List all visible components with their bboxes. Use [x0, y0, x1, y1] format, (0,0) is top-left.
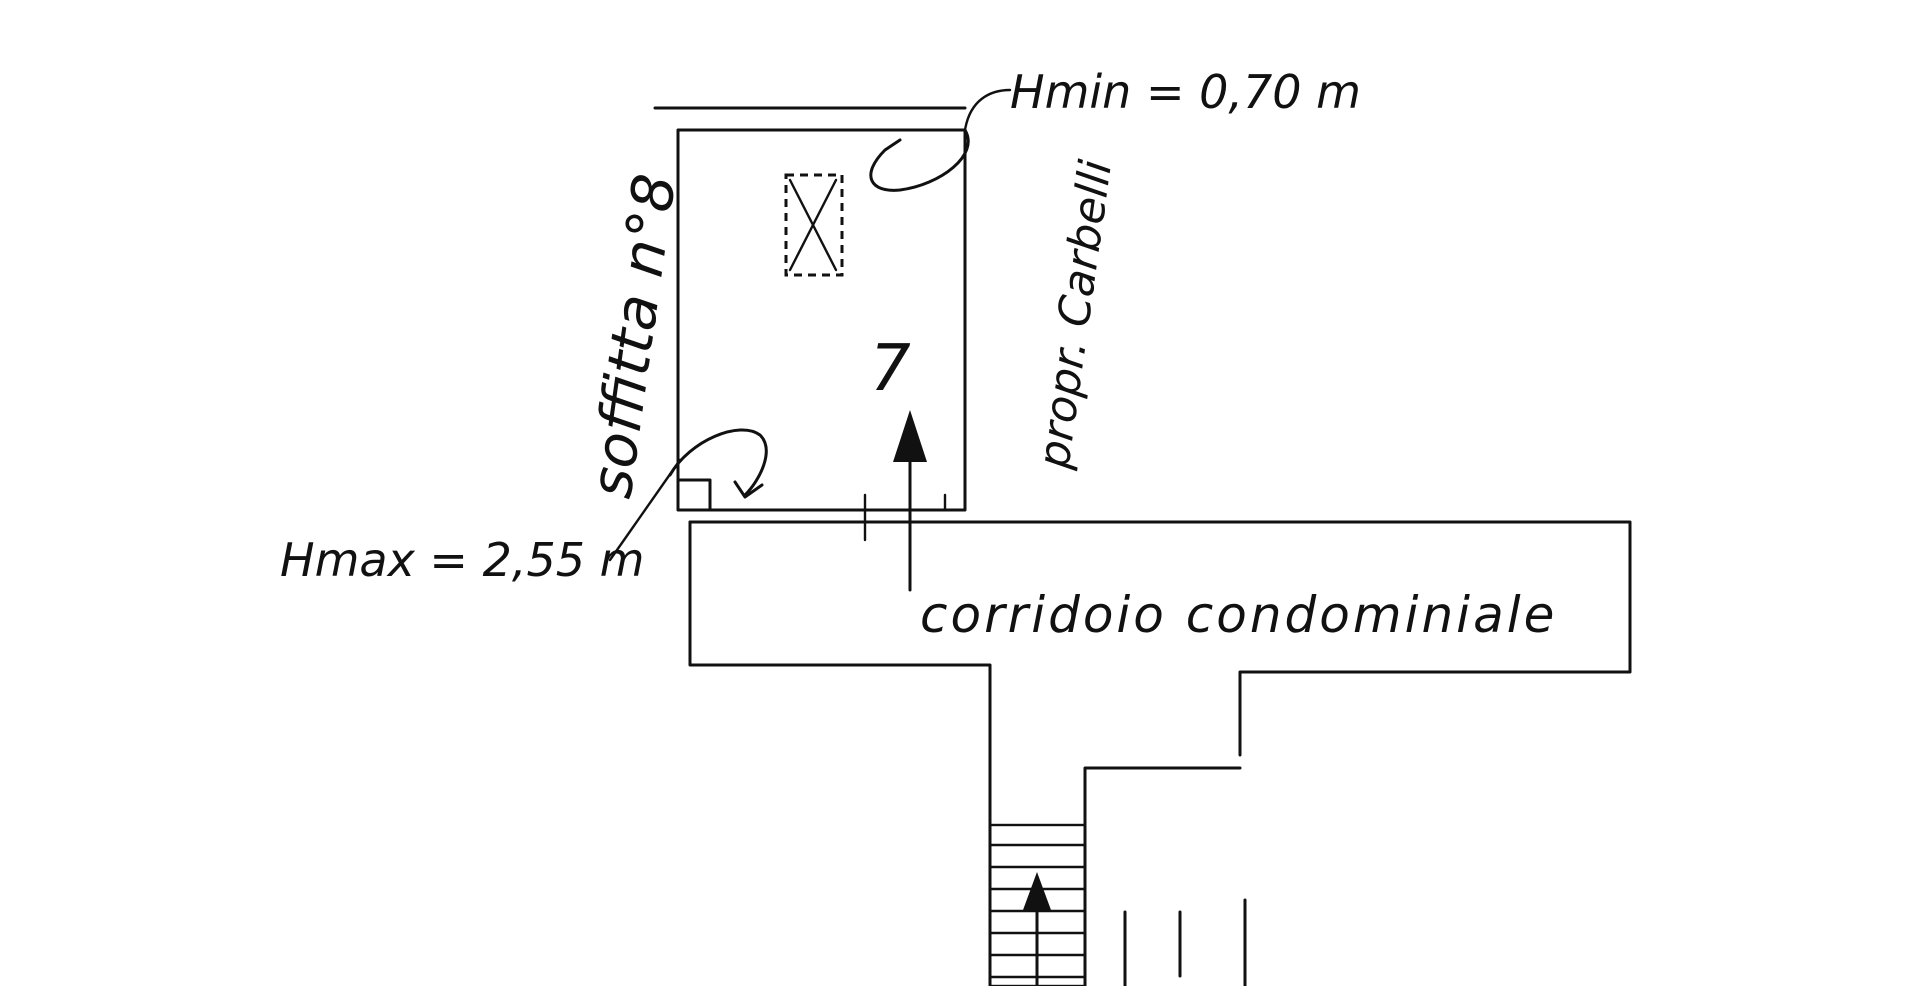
corridor-outline-right	[688, 520, 1632, 757]
stairs-block	[988, 823, 1087, 986]
corridor-label: corridoio condominiale	[920, 586, 1557, 644]
skylight-cross	[788, 178, 838, 272]
room-number: 7	[870, 332, 911, 406]
door-swing-bottom	[668, 428, 768, 497]
door-swing-arrow	[733, 480, 764, 499]
door-swing-top	[869, 128, 970, 192]
entrance-notch	[676, 478, 712, 512]
hmax-label: Hmax = 2,55 m	[280, 533, 644, 587]
attic-label: soffitta n°8	[577, 170, 690, 502]
attic-room-outline	[676, 128, 967, 512]
stair-well-outline	[1083, 766, 1242, 986]
access-arrow-head	[893, 410, 927, 462]
stairs-arrow-head	[1023, 872, 1051, 910]
hmax-leader-line	[608, 458, 682, 562]
hmin-label: Hmin = 0,70 m	[1010, 65, 1361, 119]
skylight-symbol	[784, 173, 844, 277]
owner-label: propr. Carbelli	[1028, 156, 1122, 472]
hmin-leader-line	[963, 88, 1012, 132]
